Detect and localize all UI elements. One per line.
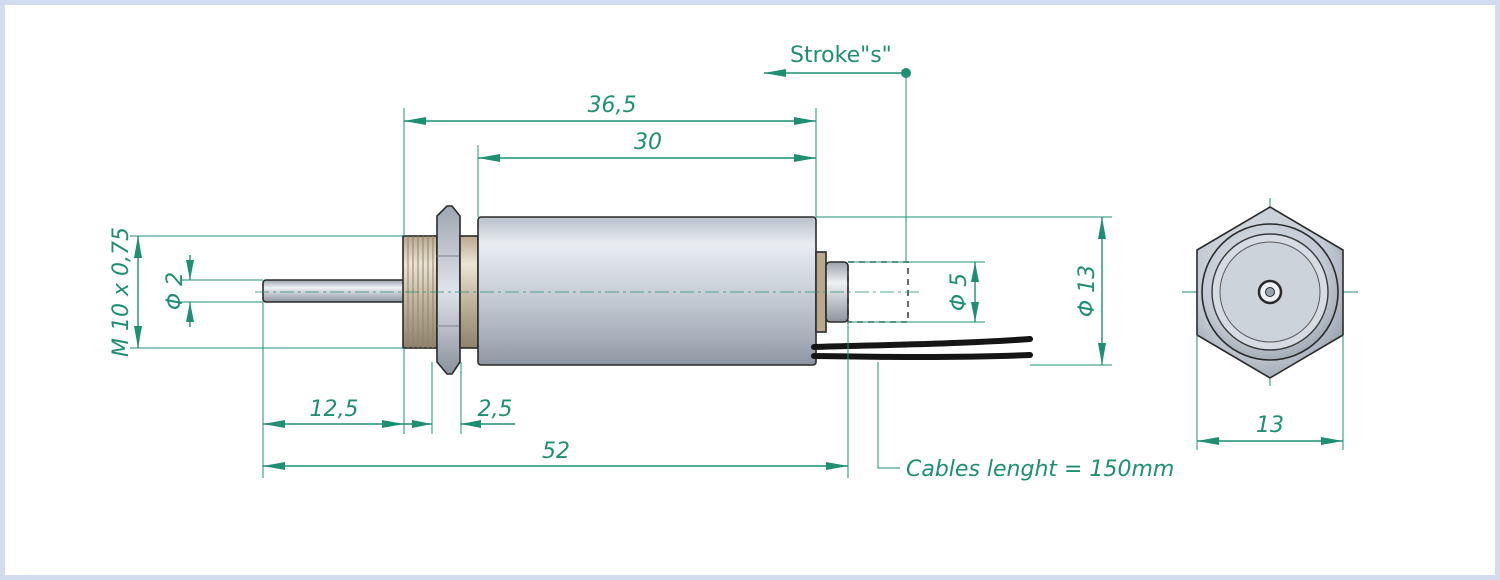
cable-lower: [811, 352, 1033, 360]
cable-upper: [811, 336, 1033, 350]
body-diameter-label: Φ 13: [1075, 265, 1100, 317]
plunger-rod: [262, 279, 406, 303]
plunger-diameter-label: Φ 2: [163, 272, 188, 310]
stroke-label: Stroke"s": [790, 43, 892, 68]
solenoid-side-view: [255, 205, 1033, 375]
dimension-12-5: 12,5: [310, 397, 359, 422]
solenoid-end-view: [1182, 198, 1358, 450]
cables-length-note: Cables lenght = 150mm: [906, 457, 1174, 482]
dimension-30: 30: [634, 130, 662, 155]
hex-width-label: 13: [1256, 413, 1284, 438]
dimension-36-5: 36,5: [588, 93, 637, 118]
end-diameter-label: Φ 5: [947, 273, 972, 311]
thread-label: M 10 x 0,75: [109, 227, 134, 357]
solenoid-body: [477, 216, 817, 366]
dimension-52: 52: [542, 439, 570, 464]
hex-nut: [436, 205, 461, 375]
dimension-2-5: 2,5: [478, 397, 513, 422]
side-view-dimensions: [130, 68, 1112, 478]
